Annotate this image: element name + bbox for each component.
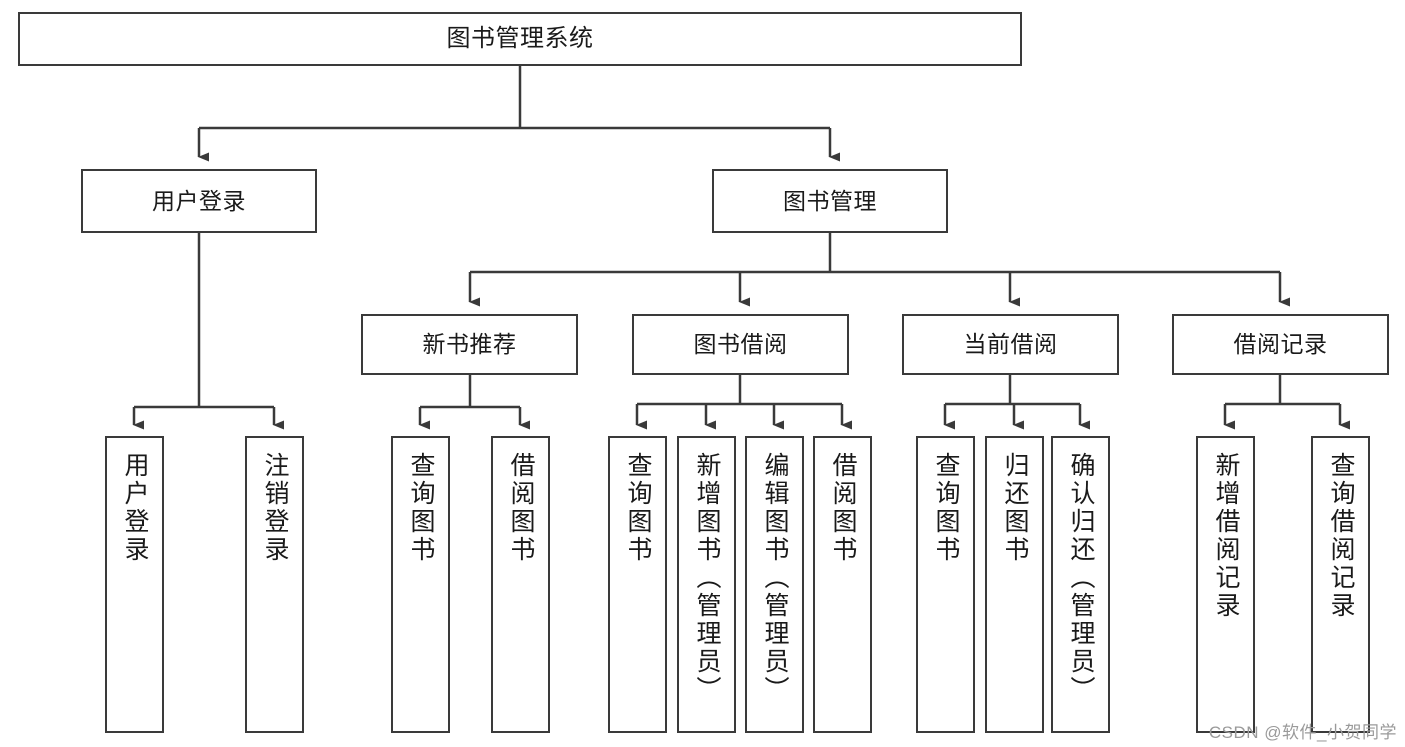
- leaf-add-borrow-record[interactable]: 新增借阅记录: [1196, 436, 1255, 733]
- leaf-edit-book-admin[interactable]: 编辑图书（管理员）: [745, 436, 804, 733]
- watermark: CSDN @软件_小贺同学: [1208, 723, 1397, 742]
- leaf-return-books[interactable]: 归还图书: [985, 436, 1044, 733]
- node-label: 图书管理系统: [446, 25, 594, 52]
- node-label: 新增借阅记录: [1212, 452, 1240, 620]
- node-book-management[interactable]: 图书管理: [712, 169, 948, 233]
- node-label: 借阅图书: [507, 452, 535, 564]
- node-label: 借阅记录: [1233, 331, 1328, 357]
- node-current-borrowing[interactable]: 当前借阅: [902, 314, 1119, 375]
- leaf-query-books-borrowing[interactable]: 查询图书: [608, 436, 667, 733]
- leaf-query-books-recommend[interactable]: 查询图书: [391, 436, 450, 733]
- node-label: 借阅图书: [829, 452, 857, 564]
- node-label: 当前借阅: [963, 331, 1058, 357]
- leaf-user-login[interactable]: 用户登录: [105, 436, 164, 733]
- leaf-borrow-books-borrowing[interactable]: 借阅图书: [813, 436, 872, 733]
- node-borrowing-records[interactable]: 借阅记录: [1172, 314, 1389, 375]
- leaf-logout[interactable]: 注销登录: [245, 436, 304, 733]
- leaf-query-books-current[interactable]: 查询图书: [916, 436, 975, 733]
- node-label: 新书推荐: [422, 331, 517, 357]
- node-book-borrowing[interactable]: 图书借阅: [632, 314, 849, 375]
- node-label: 图书借阅: [693, 331, 788, 357]
- node-label: 图书管理: [783, 187, 877, 214]
- node-user-login[interactable]: 用户登录: [81, 169, 317, 233]
- node-label: 查询借阅记录: [1327, 452, 1355, 620]
- node-label: 用户登录: [152, 187, 246, 214]
- node-label: 用户登录: [121, 452, 149, 564]
- leaf-query-borrow-record[interactable]: 查询借阅记录: [1311, 436, 1370, 733]
- node-label: 查询图书: [407, 452, 435, 564]
- node-label: 归还图书: [1001, 452, 1029, 564]
- node-label: 查询图书: [932, 452, 960, 564]
- node-label: 新增图书（管理员）: [693, 452, 721, 704]
- node-root-book-management-system[interactable]: 图书管理系统: [18, 12, 1022, 66]
- node-label: 编辑图书（管理员）: [761, 452, 789, 704]
- leaf-add-book-admin[interactable]: 新增图书（管理员）: [677, 436, 736, 733]
- leaf-confirm-return-admin[interactable]: 确认归还（管理员）: [1051, 436, 1110, 733]
- node-label: 注销登录: [261, 452, 289, 564]
- node-label: 查询图书: [624, 452, 652, 564]
- node-new-book-recommendation[interactable]: 新书推荐: [361, 314, 578, 375]
- node-label: 确认归还（管理员）: [1067, 452, 1095, 704]
- leaf-borrow-books-recommend[interactable]: 借阅图书: [491, 436, 550, 733]
